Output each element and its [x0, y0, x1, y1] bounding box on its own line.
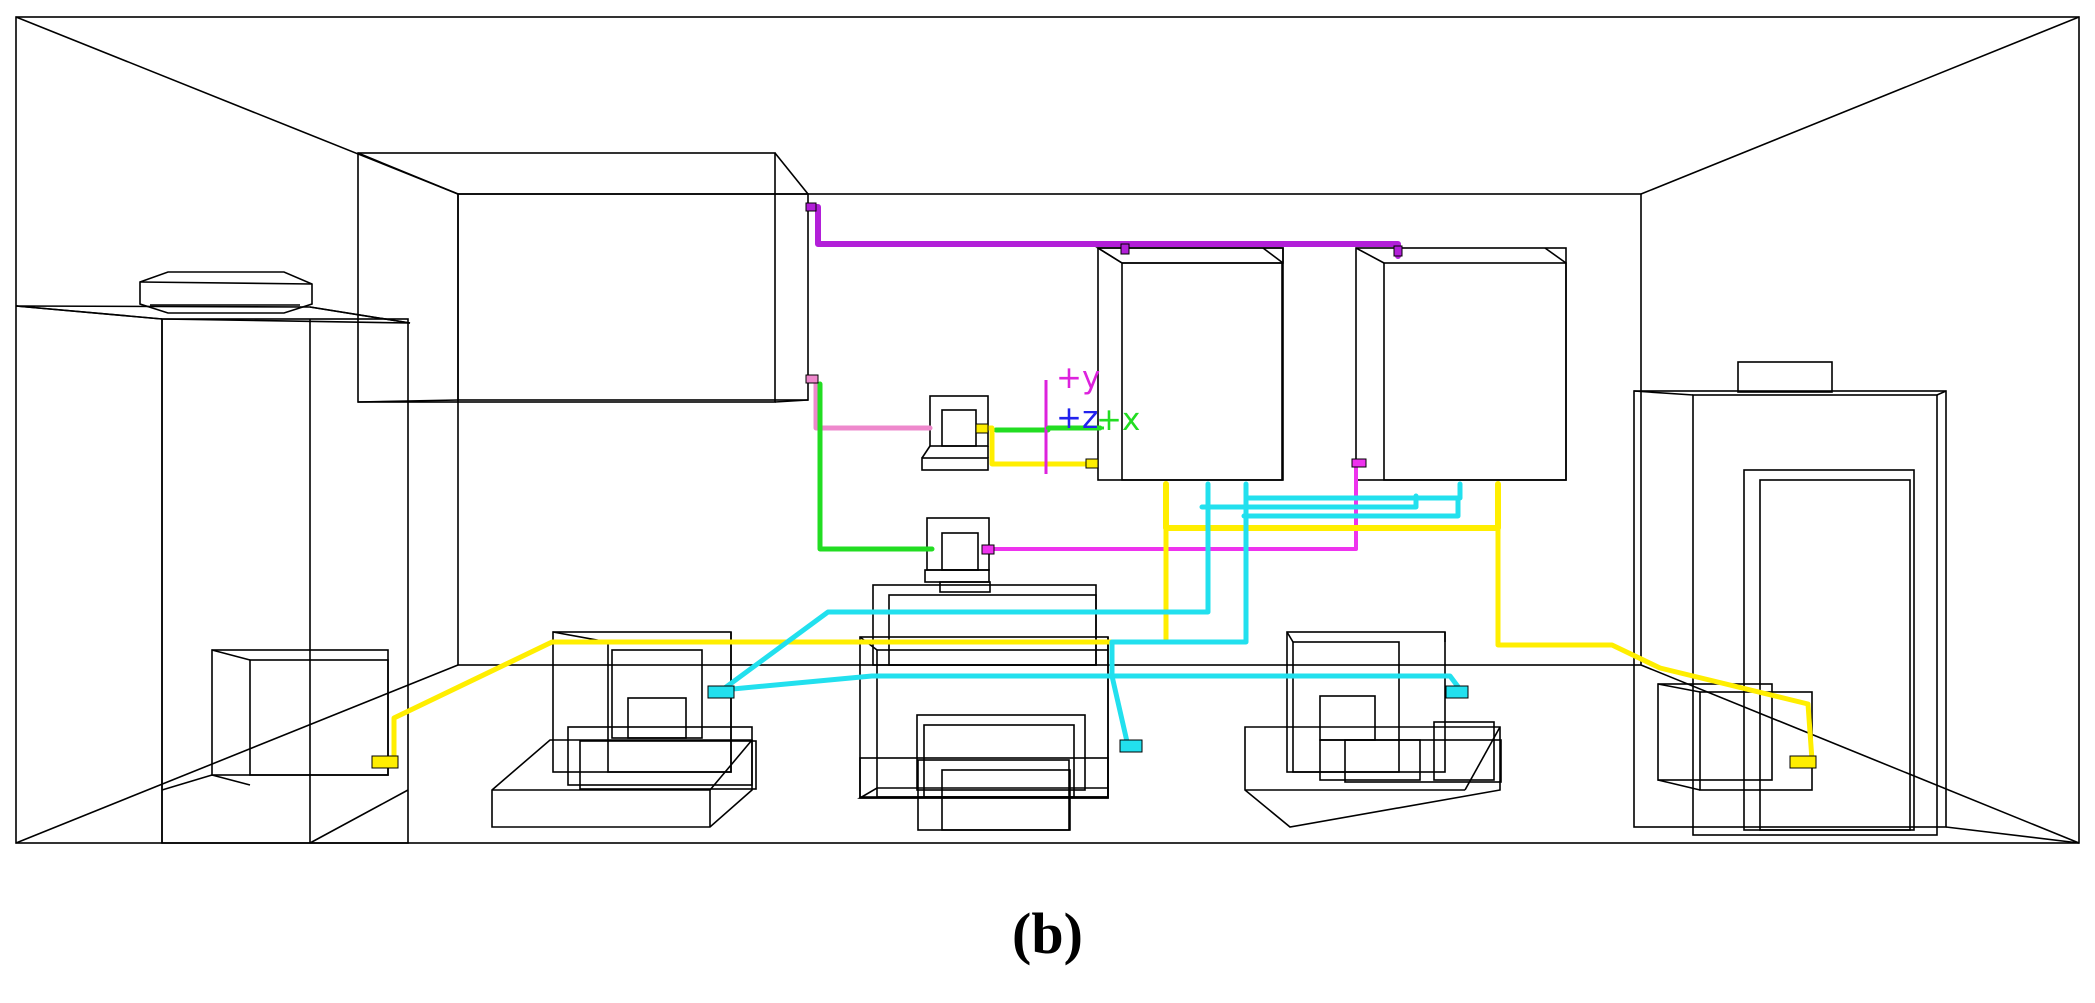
pipe-cyan-e: [1241, 497, 1461, 519]
connector: [1351, 458, 1367, 468]
connector: [1085, 458, 1099, 469]
pipe-cyan-c: [1109, 495, 1249, 749]
pipe-yellow-right: [1495, 525, 1815, 763]
connector: [981, 544, 995, 555]
figure-caption: (b): [1012, 901, 1083, 966]
connector: [805, 202, 817, 212]
left-cabinet: [15, 271, 411, 844]
wireframe-geometry: [15, 16, 2080, 844]
connector: [371, 755, 399, 769]
pipe-pink: [809, 376, 933, 431]
pipe-cyan-d: [1199, 493, 1419, 510]
connector: [1445, 685, 1469, 699]
unit-a: [1095, 247, 1284, 481]
connector: [1119, 739, 1143, 753]
machine-center: [857, 584, 1109, 831]
connector: [805, 374, 819, 384]
coordinate-axes: +y +z +x: [1044, 360, 1140, 474]
pipe-yellow-main: [1163, 481, 1501, 531]
upper-duct-box: [357, 152, 809, 403]
pipe-cyan-b: [1243, 481, 1463, 501]
connector: [1120, 243, 1130, 255]
machine-left: [491, 631, 757, 828]
y-axis-label: +y: [1056, 360, 1100, 396]
z-axis-label: +z: [1056, 400, 1098, 436]
connector: [1393, 245, 1403, 257]
pipe-cyan-f: [719, 673, 1465, 695]
right-cabinet: [1633, 361, 2080, 844]
pipes: [391, 204, 1815, 763]
x-axis-label: +x: [1096, 402, 1140, 438]
machine-right: [1244, 631, 1502, 828]
connector: [707, 685, 735, 699]
pipe-cyan-a: [719, 481, 1211, 695]
device-lower: [924, 517, 991, 593]
unit-b: [1355, 247, 1567, 481]
pipe-yellow-left: [391, 525, 1169, 763]
pipe-green: [817, 381, 935, 552]
connector: [975, 423, 989, 434]
connector: [1789, 755, 1817, 769]
pipe-yellow-upper: [984, 425, 1091, 467]
connectors: [371, 202, 1817, 769]
